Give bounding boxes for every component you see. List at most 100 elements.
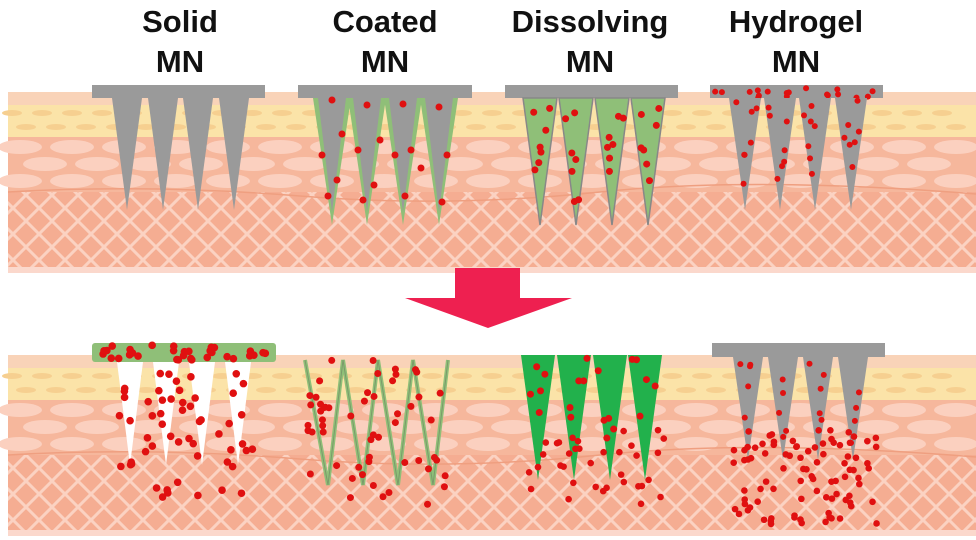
skin-cell [136, 124, 156, 130]
drug-particle [780, 433, 787, 440]
drug-particle [228, 462, 237, 471]
drug-particle [735, 510, 743, 518]
skin-cell [50, 403, 94, 417]
drug-particle [785, 89, 792, 96]
skin-cell [23, 420, 67, 434]
skin-cell [376, 387, 396, 393]
drug-particle [565, 450, 573, 457]
drug-particle [178, 398, 187, 407]
drug-particle [158, 420, 167, 429]
drug-particle [737, 361, 744, 368]
skin-cell [803, 420, 847, 434]
skin-cell [674, 140, 718, 154]
drug-particle [764, 88, 771, 95]
skin-cell [0, 403, 42, 417]
drug-particle [189, 439, 198, 448]
drug-particle [654, 449, 662, 457]
drug-particle [864, 437, 871, 445]
drug-particle [316, 377, 324, 385]
skin-cell [23, 157, 67, 171]
drug-particle [605, 167, 613, 175]
drug-particle [873, 520, 880, 527]
drug-particle [856, 480, 863, 488]
drug-particle [427, 416, 435, 424]
drug-particle [370, 181, 378, 189]
drug-particle [645, 476, 652, 484]
drug-particle [797, 477, 805, 485]
drug-particle [822, 494, 830, 501]
drug-particle [391, 419, 399, 427]
drug-particle [172, 377, 181, 386]
drug-particle [594, 367, 602, 375]
drug-particle [741, 487, 748, 494]
skin-cell [934, 140, 976, 154]
skin-cell [907, 157, 951, 171]
microneedle [189, 362, 215, 465]
drug-particle [753, 105, 760, 112]
drug-particle [248, 445, 257, 453]
drug-particle [768, 431, 776, 438]
drug-particle [636, 412, 644, 420]
skin-cell [206, 174, 250, 188]
label-line: Dissolving [511, 4, 669, 39]
mn-base-plate [298, 85, 472, 98]
drug-particle [811, 444, 819, 451]
drug-particle [643, 160, 651, 168]
drug-particle [850, 466, 857, 474]
skin-cell [0, 437, 42, 451]
drug-particle [849, 164, 856, 171]
skin-cell [258, 403, 302, 417]
skin-cell [466, 140, 510, 154]
drug-particle [616, 448, 623, 456]
drug-particle [744, 443, 751, 451]
microneedle [183, 98, 213, 210]
skin-cell [0, 140, 42, 154]
drug-particle [800, 465, 807, 473]
drug-particle [827, 426, 834, 434]
drug-particle [125, 351, 134, 359]
skin-cell [692, 373, 712, 379]
drug-particle [747, 454, 755, 462]
skin-cell [422, 373, 442, 379]
drug-particle [570, 479, 577, 487]
drug-particle [811, 123, 818, 130]
skin-cell [496, 124, 516, 130]
drug-particle [526, 390, 534, 398]
dissolving-mn-after [521, 354, 668, 508]
drug-particle [807, 118, 814, 125]
drug-particle [741, 456, 748, 464]
drug-particle [126, 416, 134, 425]
drug-particle [852, 454, 860, 462]
skin-cell [76, 124, 96, 130]
drug-particle [614, 112, 622, 120]
skin-cell [136, 387, 156, 393]
drug-particle [652, 121, 660, 129]
drug-particle [227, 446, 235, 454]
drug-particle [730, 459, 738, 466]
drug-particle [359, 196, 367, 204]
drug-particle [572, 445, 579, 453]
drug-particle [620, 427, 627, 435]
drug-particle [319, 422, 327, 430]
skin-cell [466, 124, 486, 130]
hydrogel-mn-before [710, 85, 883, 210]
skin-cell [76, 387, 96, 393]
drug-particle [100, 347, 108, 355]
skin-cell [482, 373, 502, 379]
microneedle [733, 357, 763, 460]
drug-particle [654, 426, 662, 434]
drug-particle [307, 401, 315, 409]
drug-particle [745, 428, 752, 435]
skin-cell [662, 110, 682, 116]
drug-particle [320, 404, 328, 412]
drug-particle [348, 474, 356, 482]
drug-particle [534, 463, 542, 471]
drug-particle [587, 459, 594, 467]
label-line: MN [155, 44, 205, 79]
drug-particle [376, 136, 384, 144]
skin-cell [706, 387, 726, 393]
drug-particle [610, 425, 618, 433]
drug-particle [782, 451, 790, 458]
drug-particle [781, 147, 788, 154]
drug-particle [804, 447, 812, 455]
